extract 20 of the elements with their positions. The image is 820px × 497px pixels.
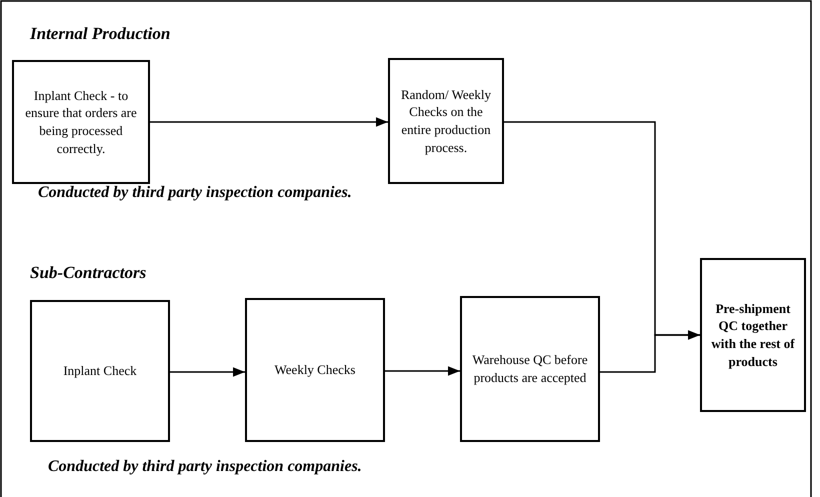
note: Conducted by third party inspection companies. [38,184,352,202]
arrow [600,330,700,373]
box-text: Weekly Checks [274,361,356,379]
process-box [460,296,600,442]
box-text: Random/ Weekly Checks on the entire production process. [400,86,492,156]
box-text: Inplant Check [63,362,137,380]
box-text: Warehouse QC before products are accepted [471,351,589,387]
section-heading: Internal Production [30,24,170,44]
box-text: Inplant Check - to ensure that orders are being processed correctly. [24,86,138,158]
arrow [150,117,388,127]
process-box [700,258,806,412]
section-heading: Sub-Contractors [30,263,146,283]
process-box [30,300,170,442]
process-box [245,298,385,442]
arrow [385,366,460,376]
arrow [170,367,245,377]
process-box [12,60,150,184]
note: Conducted by third party inspection companies. [48,458,362,476]
process-box [388,58,504,184]
box-text: Pre-shipment QC together with the rest of products [710,300,796,370]
